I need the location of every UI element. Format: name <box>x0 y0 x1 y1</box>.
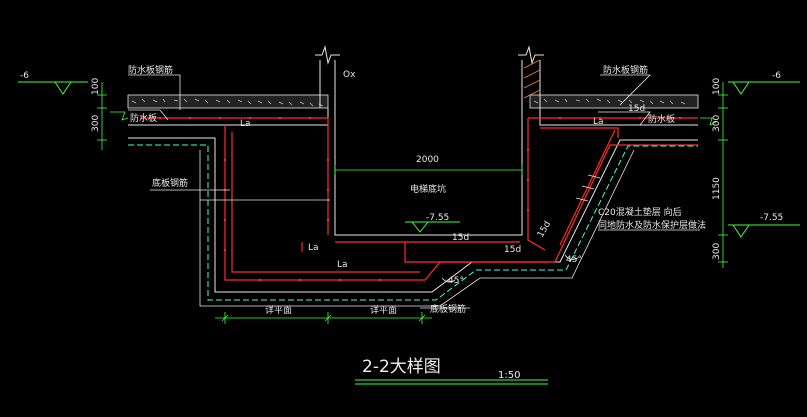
pit-rebar-label: 底板钢筋 <box>152 177 188 189</box>
floor-slab-right <box>529 94 699 109</box>
dimension-bottom <box>215 312 432 324</box>
pit-cushion-line <box>199 149 635 307</box>
level-marker-pit-inner <box>405 221 460 233</box>
wall-mark-label: Ox <box>343 70 356 80</box>
anchor-la-right: La <box>593 117 604 127</box>
len-15d-b: 15d <box>504 245 521 255</box>
pit-waterproof-layer <box>128 144 698 301</box>
wall-break-right <box>518 45 544 108</box>
len-15d-d: 15d <box>536 220 553 240</box>
len-15d-c: 15d <box>628 104 645 114</box>
pit-name-label: 电梯底坑 <box>410 183 446 195</box>
angle-45-a: 45° <box>448 276 464 286</box>
angle-45-b: 45° <box>566 255 582 265</box>
waterproof-board-right-label: 防水板 <box>648 113 675 125</box>
slope-lines <box>575 174 601 202</box>
dimension-2000 <box>334 165 523 175</box>
len-15d-a: 15d <box>452 233 469 243</box>
anchor-la-bottom: La <box>308 243 319 253</box>
rebar-dots <box>158 116 682 282</box>
rebar-lines <box>140 117 698 281</box>
dimension-left <box>97 82 129 150</box>
floor-rebar-right-label: 防水板钢筋 <box>603 64 648 76</box>
drawing-title: 2-2大样图 <box>362 357 441 377</box>
bottom-rebar-label: 底板钢筋 <box>430 303 466 315</box>
bottom-dim-left: 详平面 <box>265 304 292 316</box>
dim-right-100: 100 <box>712 78 722 95</box>
level-left-label: -6 <box>20 71 29 81</box>
pit-outline-outer <box>128 137 698 293</box>
angle-arc-a <box>441 277 456 283</box>
level-right-label: -6 <box>772 71 781 81</box>
wall-break-left <box>315 45 340 108</box>
floor-rebar-left-label: 防水板钢筋 <box>128 64 173 76</box>
bottom-dim-right: 详平面 <box>370 304 397 316</box>
level-marker-left <box>18 81 88 95</box>
floor-slab-left <box>127 94 329 109</box>
leader-lines <box>128 74 700 309</box>
dim-right-300-bottom: 300 <box>712 243 722 260</box>
dim-right-1150: 1150 <box>712 177 722 200</box>
anchor-la-left: La <box>240 119 251 129</box>
drawing-scale: 1:50 <box>498 370 520 381</box>
dim-right-300-top: 300 <box>712 115 722 132</box>
dimension-right <box>700 82 728 268</box>
cushion-line1: C20混凝土垫层 向后 <box>598 206 682 218</box>
pit-width-label: 2000 <box>416 155 439 165</box>
level-marker-pit-right <box>728 224 800 238</box>
angle-arc-b <box>564 254 579 260</box>
anchor-la-wall: La <box>337 260 348 270</box>
level-marker-right <box>728 81 800 95</box>
dim-left-100: 100 <box>91 78 101 95</box>
dim-left-300: 300 <box>91 115 101 132</box>
level-pit-inner-label: -7.55 <box>426 213 449 223</box>
waterproof-board-left-label: 防水板 <box>130 112 157 124</box>
level-pit-outer-label: -7.55 <box>760 213 783 223</box>
cushion-line2: 同地防水及防水保护层做法 <box>598 219 706 231</box>
